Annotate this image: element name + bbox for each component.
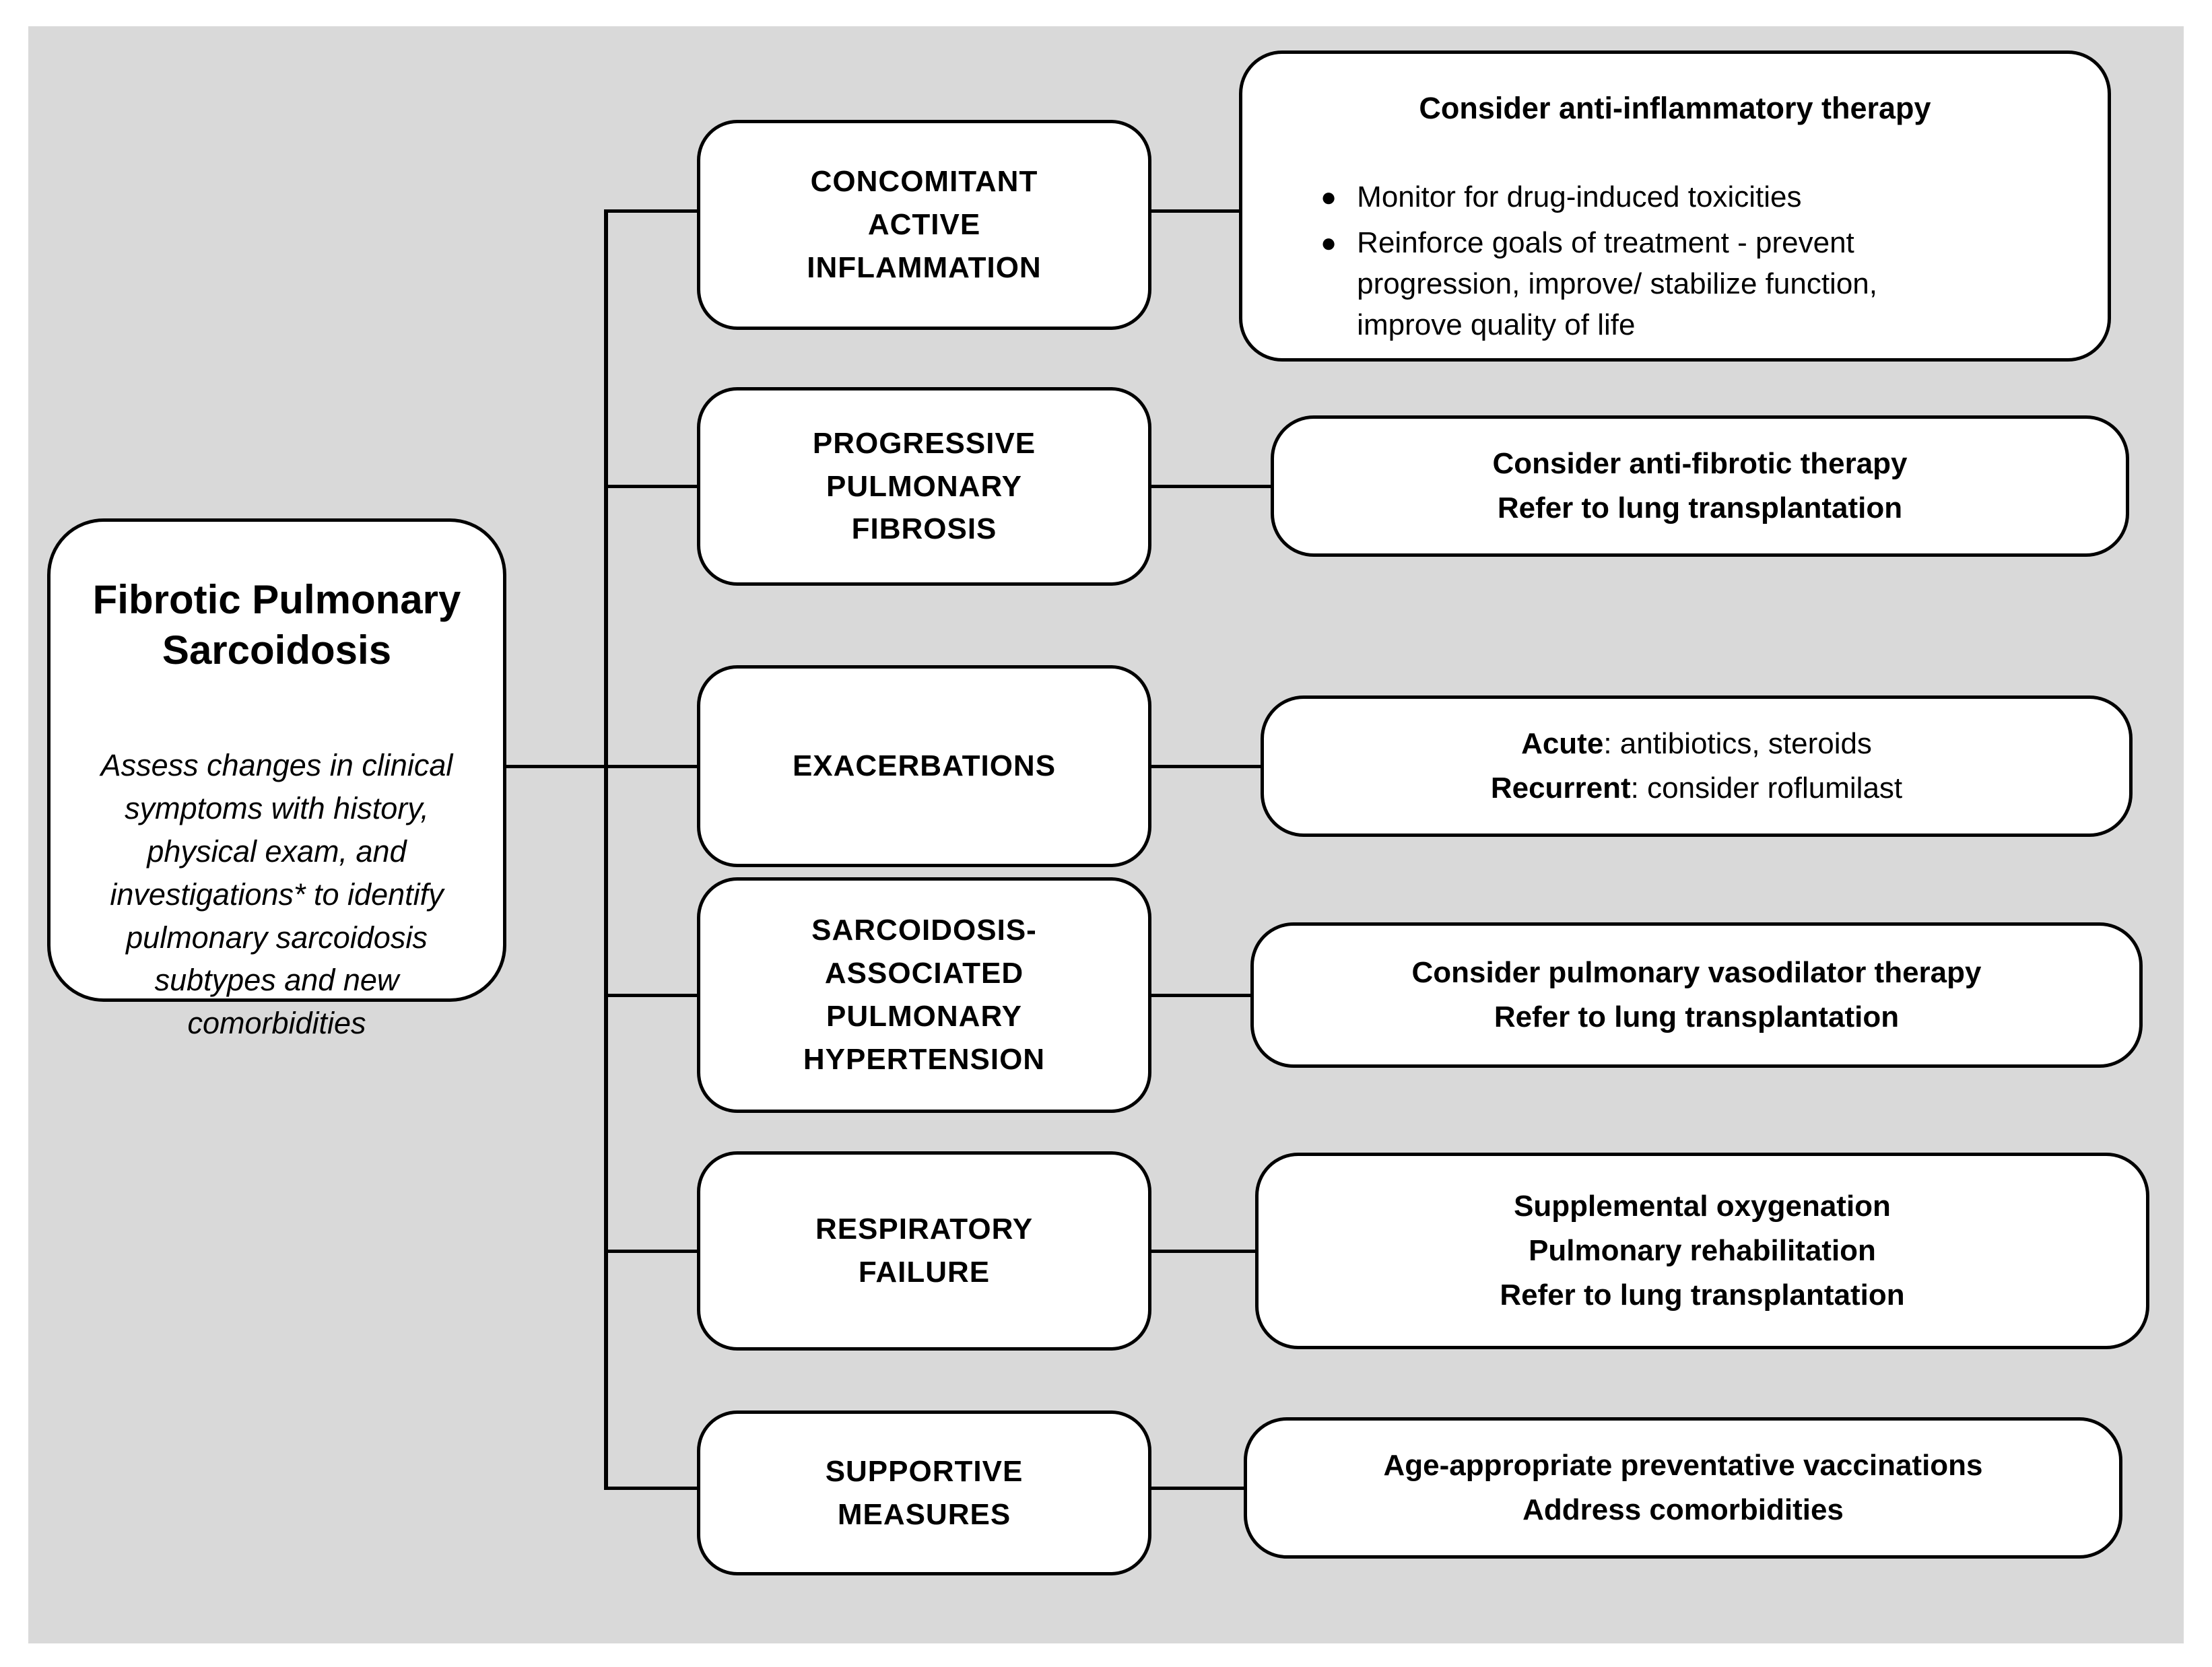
connector-row6-to-management: [1150, 1487, 1244, 1490]
list-item: ● Reinforce goals of treatment - prevent…: [1320, 223, 2065, 345]
category-box-concomitant-active-inflammation: CONCOMITANT ACTIVE INFLAMMATION: [697, 120, 1151, 330]
management-line: Recurrent: consider roflumilast: [1491, 766, 1902, 811]
category-label-line: INFLAMMATION: [807, 250, 1042, 284]
management-line: Address comorbidities: [1522, 1493, 1844, 1526]
category-label-line: FAILURE: [858, 1256, 991, 1289]
category-box-respiratory-failure: RESPIRATORY FAILURE: [697, 1151, 1151, 1351]
management-line: Refer to lung transplantation: [1500, 1279, 1905, 1312]
management-box-exacerbations: Acute: antibiotics, steroids Recurrent: …: [1261, 695, 2133, 837]
connector-row3-to-management: [1150, 765, 1261, 768]
category-box-supportive-measures: SUPPORTIVE MEASURES: [697, 1410, 1151, 1575]
bullet-text: Monitor for drug-induced toxicities: [1357, 180, 1802, 213]
connector-trunk: [604, 209, 608, 1490]
connector-row5-to-management: [1150, 1250, 1255, 1253]
category-label-line: HYPERTENSION: [803, 1042, 1046, 1076]
category-label-line: PULMONARY: [826, 1000, 1022, 1033]
category-box-sarcoidosis-associated-pulmonary-hypertension: SARCOIDOSIS- ASSOCIATED PULMONARY HYPERT…: [697, 877, 1151, 1113]
connector-branch-row2: [606, 485, 698, 488]
category-label-line: EXACERBATIONS: [792, 749, 1057, 783]
bullet-dot-icon: ●: [1320, 228, 1337, 259]
category-label-line: PROGRESSIVE: [812, 426, 1036, 460]
management-box-anti-fibrotic: Consider anti-fibrotic therapy Refer to …: [1271, 415, 2129, 557]
management-line-text: : consider roflumilast: [1630, 772, 1903, 805]
management-box-supportive-measures: Age-appropriate preventative vaccination…: [1244, 1417, 2122, 1559]
management-title: Consider anti-inflammatory therapy: [1419, 91, 1931, 125]
management-line: Pulmonary rehabilitation: [1529, 1234, 1876, 1267]
list-item: ● Monitor for drug-induced toxicities: [1320, 177, 2065, 218]
management-line: Consider anti-fibrotic therapy: [1492, 447, 1908, 480]
management-line: Refer to lung transplantation: [1497, 491, 1903, 524]
management-box-pulmonary-vasodilator: Consider pulmonary vasodilator therapy R…: [1250, 922, 2143, 1068]
category-label-line: RESPIRATORY: [815, 1213, 1034, 1246]
management-line-label: Acute: [1521, 727, 1604, 760]
management-line-label: Recurrent: [1490, 772, 1631, 805]
category-label-line: CONCOMITANT: [810, 165, 1038, 199]
connector-branch-row6: [606, 1487, 698, 1490]
root-title: Fibrotic Pulmonary Sarcoidosis: [92, 577, 461, 673]
management-box-anti-inflammatory: Consider anti-inflammatory therapy ● Mon…: [1239, 50, 2111, 362]
connector-branch-row5: [606, 1250, 698, 1253]
category-label-line: ACTIVE: [867, 208, 981, 242]
category-label-line: PULMONARY: [826, 469, 1022, 503]
category-label-line: ASSOCIATED: [824, 957, 1024, 990]
category-label-line: FIBROSIS: [851, 512, 997, 546]
management-line: Refer to lung transplantation: [1494, 1000, 1900, 1033]
connector-row1-to-management: [1150, 209, 1240, 213]
bullet-dot-icon: ●: [1320, 182, 1337, 212]
root-box-fibrotic-pulmonary-sarcoidosis: Fibrotic Pulmonary Sarcoidosis Assess ch…: [47, 518, 506, 1040]
bullet-text: Reinforce goals of treatment - prevent p…: [1357, 226, 1877, 341]
root-description: Assess changes in clinical symptoms with…: [100, 748, 453, 1041]
category-box-exacerbations: EXACERBATIONS: [697, 665, 1151, 867]
management-line: Consider pulmonary vasodilator therapy: [1411, 956, 1982, 989]
management-line-text: : antibiotics, steroids: [1603, 727, 1872, 760]
management-bullet-list: ● Monitor for drug-induced toxicities ● …: [1285, 177, 2065, 346]
connector-branch-row1: [606, 209, 698, 213]
connector-root-to-trunk: [505, 765, 606, 768]
connector-branch-row3: [606, 765, 698, 768]
connector-branch-row4: [606, 994, 698, 997]
management-line: Acute: antibiotics, steroids: [1521, 722, 1872, 766]
management-box-respiratory-failure: Supplemental oxygenation Pulmonary rehab…: [1255, 1153, 2149, 1349]
category-label-line: SARCOIDOSIS-: [811, 914, 1037, 947]
category-label-line: MEASURES: [837, 1497, 1011, 1531]
management-line: Supplemental oxygenation: [1514, 1190, 1891, 1223]
category-label-line: SUPPORTIVE: [825, 1454, 1024, 1488]
connector-row4-to-management: [1150, 994, 1250, 997]
management-line: Age-appropriate preventative vaccination…: [1383, 1449, 1983, 1482]
category-box-progressive-pulmonary-fibrosis: PROGRESSIVE PULMONARY FIBROSIS: [697, 387, 1151, 586]
connector-row2-to-management: [1150, 485, 1271, 488]
